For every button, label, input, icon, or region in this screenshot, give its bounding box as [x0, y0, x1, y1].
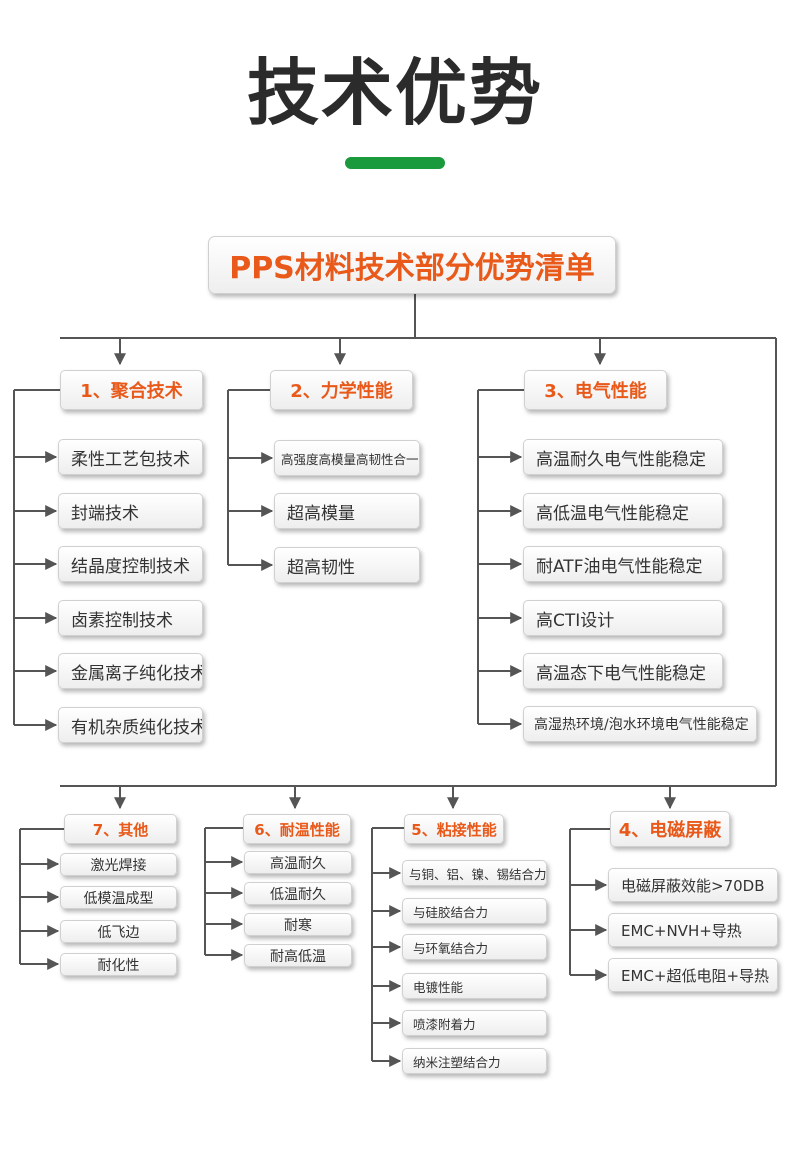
polymerization-item: 封端技术 — [58, 493, 203, 529]
polymerization-item: 有机杂质纯化技术 — [58, 707, 203, 743]
polymerization-item: 金属离子纯化技术 — [58, 653, 203, 689]
emi-item: EMC+超低电阻+导热 — [608, 958, 778, 992]
emi-item: 电磁屏蔽效能>70DB — [608, 868, 778, 902]
category-other: 7、其他 — [64, 814, 177, 844]
adhesion-item: 与硅胶结合力 — [402, 898, 547, 924]
other-item: 激光焊接 — [60, 853, 177, 876]
category-adhesion: 5、粘接性能 — [404, 814, 504, 844]
title-underline — [345, 157, 445, 169]
category-temperature: 6、耐温性能 — [243, 814, 351, 844]
other-item: 耐化性 — [60, 953, 177, 976]
adhesion-item: 电镀性能 — [402, 973, 547, 999]
adhesion-item: 纳米注塑结合力 — [402, 1048, 547, 1074]
electrical-item: 高温耐久电气性能稳定 — [523, 439, 723, 475]
polymerization-item: 卤素控制技术 — [58, 600, 203, 636]
category-polymerization: 1、聚合技术 — [60, 370, 203, 410]
adhesion-item: 与铜、铝、镍、锡结合力 — [402, 860, 547, 886]
adhesion-item: 与环氧结合力 — [402, 934, 547, 960]
electrical-item: 高低温电气性能稳定 — [523, 493, 723, 529]
adhesion-item: 喷漆附着力 — [402, 1010, 547, 1036]
category-electrical: 3、电气性能 — [524, 370, 667, 410]
category-mechanical: 2、力学性能 — [270, 370, 413, 410]
main-heading-box: PPS材料技术部分优势清单 — [208, 236, 616, 294]
polymerization-item: 柔性工艺包技术 — [58, 439, 203, 475]
page-title: 技术优势 — [246, 51, 543, 135]
mechanical-item: 超高模量 — [274, 493, 420, 529]
electrical-item: 高湿热环境/泡水环境电气性能稳定 — [523, 706, 757, 742]
temperature-item: 低温耐久 — [244, 882, 352, 905]
other-item: 低飞边 — [60, 920, 177, 943]
emi-item: EMC+NVH+导热 — [608, 913, 778, 947]
electrical-item: 高温态下电气性能稳定 — [523, 653, 723, 689]
temperature-item: 耐高低温 — [244, 944, 352, 967]
category-emi-shielding: 4、电磁屏蔽 — [610, 811, 730, 847]
mechanical-item: 高强度高模量高韧性合一 — [274, 440, 420, 476]
electrical-item: 高CTI设计 — [523, 600, 723, 636]
temperature-item: 高温耐久 — [244, 851, 352, 874]
polymerization-item: 结晶度控制技术 — [58, 546, 203, 582]
other-item: 低模温成型 — [60, 886, 177, 909]
temperature-item: 耐寒 — [244, 913, 352, 936]
electrical-item: 耐ATF油电气性能稳定 — [523, 546, 723, 582]
mechanical-item: 超高韧性 — [274, 547, 420, 583]
